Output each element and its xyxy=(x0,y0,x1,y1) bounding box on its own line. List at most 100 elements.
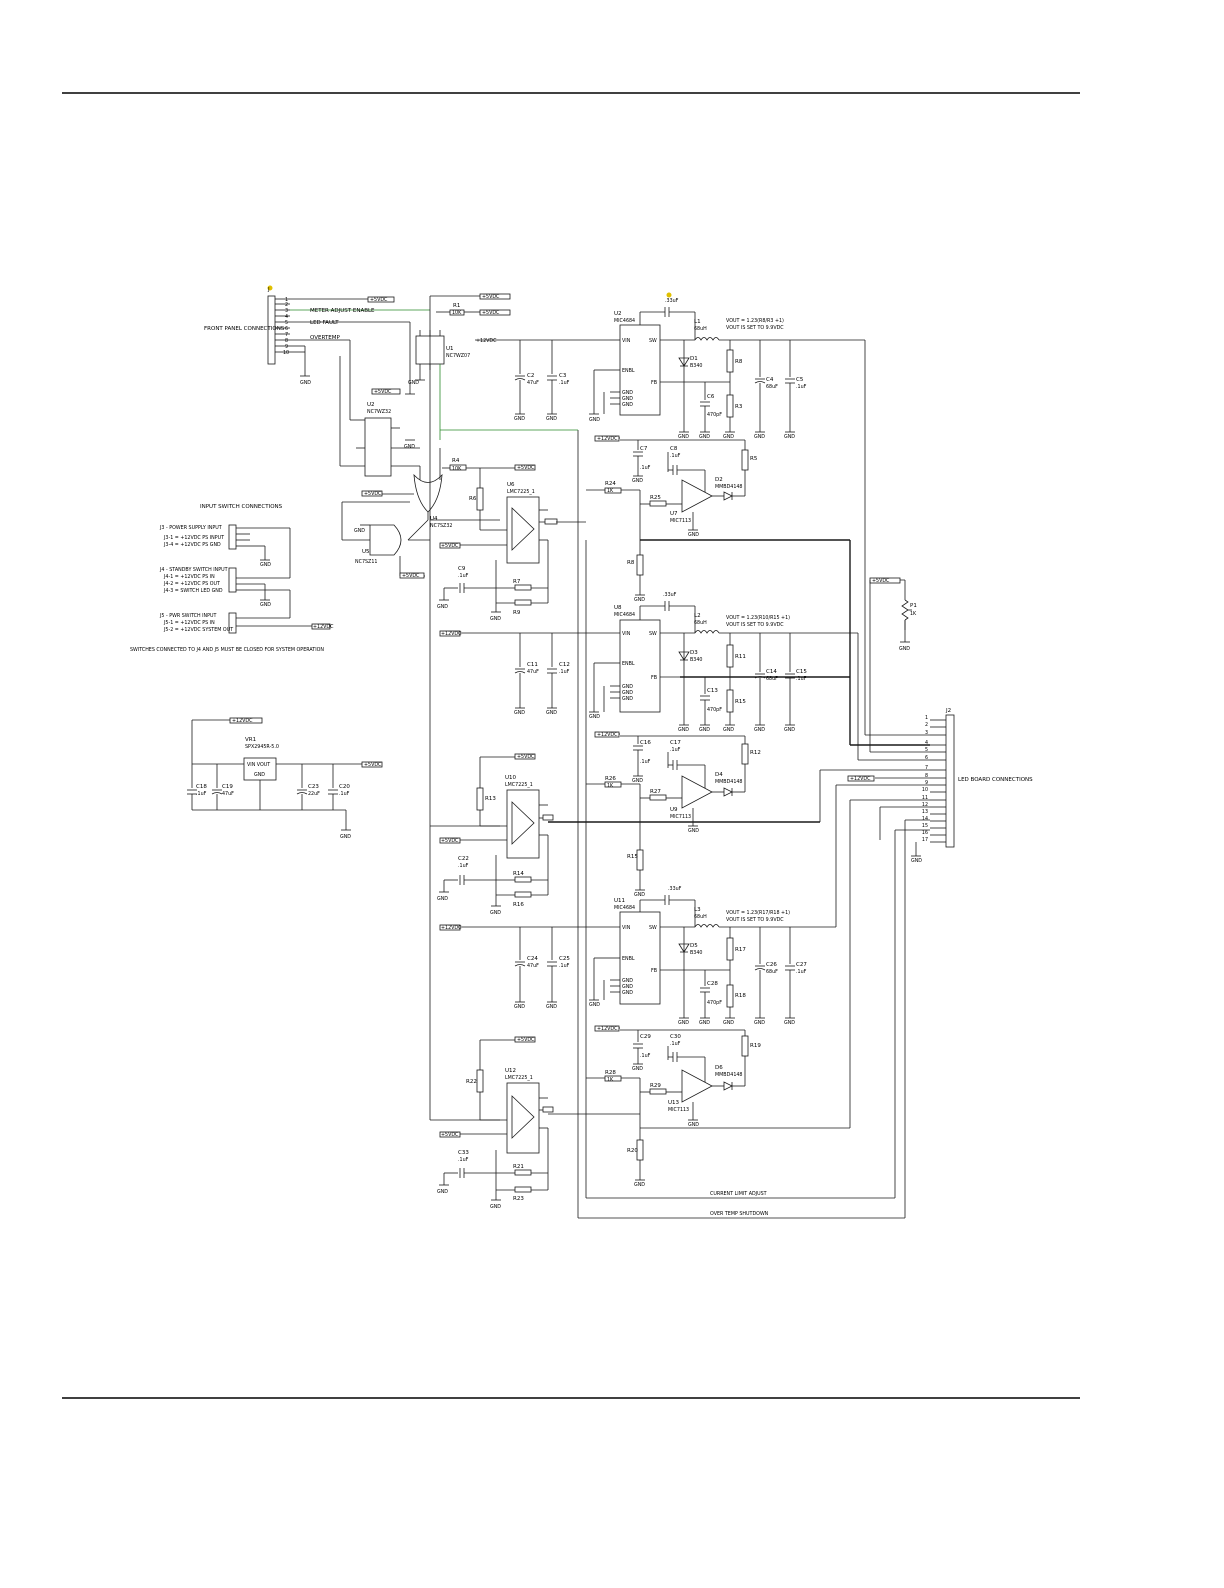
j5-desc: J5-1 = +12VDC PS IN xyxy=(163,620,215,626)
part-ref: C7 xyxy=(640,446,648,452)
part-ref: U11 xyxy=(614,898,625,904)
pin-label: GND xyxy=(622,984,633,990)
part-ref: R14 xyxy=(513,871,524,877)
gnd-label: GND xyxy=(632,1066,643,1072)
part-ref: U2 xyxy=(614,311,622,317)
j1-pin: 3 xyxy=(285,308,288,314)
part-value: .1uF xyxy=(640,465,651,471)
j1-pin: 4 xyxy=(285,314,288,320)
part-ref: C9 xyxy=(458,566,466,572)
net-label: +5VDC xyxy=(370,297,388,303)
j2-connector xyxy=(945,714,955,848)
part-value: 68uF xyxy=(766,384,778,390)
gnd-label: GND xyxy=(437,896,448,902)
j4-desc: J4-2 = +12VDC PS OUT xyxy=(163,581,220,587)
part-number: B340 xyxy=(690,363,702,369)
j5-desc: J5 - PWR SWITCH INPUT xyxy=(159,613,216,619)
j2-pin: 10 xyxy=(922,787,928,793)
j3-desc: J3 - POWER SUPPLY INPUT xyxy=(159,525,222,531)
part-ref: D6 xyxy=(715,1065,723,1071)
part-ref: R21 xyxy=(513,1164,524,1170)
part-ref: U6 xyxy=(507,482,515,488)
part-ref: C27 xyxy=(796,962,807,968)
part-number: NC7WZ32 xyxy=(367,409,391,415)
j3-desc: J3-1 = +12VDC PS INPUT xyxy=(163,535,224,541)
part-ref: C15 xyxy=(796,669,807,675)
pin-label: ENBL xyxy=(622,368,635,374)
gnd-label: GND xyxy=(340,834,351,840)
j2-pin: 6 xyxy=(925,755,928,761)
gnd-label: GND xyxy=(699,434,710,440)
part-ref: U8 xyxy=(614,605,622,611)
pin-label: GND xyxy=(622,696,633,702)
gnd-label: GND xyxy=(678,727,689,733)
part-number: MMBD4148 xyxy=(715,1072,742,1078)
part-value: .1uF xyxy=(640,1053,651,1059)
part-value: 470pF xyxy=(707,1000,722,1006)
net-label: +12VDC xyxy=(850,776,871,782)
net-label: +12VDC xyxy=(597,436,618,442)
part-ref: R9 xyxy=(513,610,521,616)
part-value: 1K xyxy=(607,488,614,494)
gnd-label: GND xyxy=(490,616,501,622)
part-value: 22uF xyxy=(308,791,320,797)
j2-pin: 5 xyxy=(925,747,928,753)
part-value: 47uF xyxy=(222,791,234,797)
part-ref: R8 xyxy=(735,359,743,365)
gnd-label: GND xyxy=(546,1004,557,1010)
part-value: 1K xyxy=(607,783,614,789)
gnd-label: GND xyxy=(688,1122,699,1128)
part-value: .33uF xyxy=(665,298,679,304)
gnd-label: GND xyxy=(723,1020,734,1026)
gnd-label: GND xyxy=(514,710,525,716)
part-value: .1uF xyxy=(559,669,570,675)
pin-label: SW xyxy=(649,338,657,344)
gnd-label: GND xyxy=(404,444,415,450)
gnd-label: GND xyxy=(911,858,922,864)
vout-formula: VOUT = 1.23(R8/R3 +1) xyxy=(726,318,784,324)
gnd-label: GND xyxy=(589,1002,600,1008)
part-ref: R13 xyxy=(485,796,496,802)
part-ref: R5 xyxy=(750,456,758,462)
net-label: +12VDC xyxy=(441,925,462,931)
j4-desc: J4 - STANDBY SWITCH INPUT xyxy=(159,567,228,573)
part-ref: R8 xyxy=(627,560,635,566)
marker xyxy=(267,285,273,291)
j3-desc: J3-4 = +12VDC PS GND xyxy=(163,542,221,548)
pin-label: FB xyxy=(651,380,657,386)
gnd-label: GND xyxy=(514,1004,525,1010)
part-value: .1uF xyxy=(796,676,807,682)
part-ref: C12 xyxy=(559,662,570,668)
net-label: +12VDC xyxy=(597,732,618,738)
part-number: LMC7225_1 xyxy=(507,489,535,495)
part-ref: R17 xyxy=(735,947,746,953)
j4-connector xyxy=(228,567,237,593)
part-number: MIC7113 xyxy=(668,1107,689,1113)
j2-pin: 15 xyxy=(922,823,928,829)
pin-label: VIN xyxy=(622,925,631,931)
gnd-label: GND xyxy=(437,1189,448,1195)
gnd-label: GND xyxy=(546,710,557,716)
gnd-label: GND xyxy=(354,528,365,534)
part-ref: R3 xyxy=(735,404,743,410)
part-value: .1uF xyxy=(670,1041,681,1047)
part-value: .1uF xyxy=(458,573,469,579)
part-number: MMBD4148 xyxy=(715,484,742,490)
part-number: MIC7113 xyxy=(670,518,691,524)
net-label: OVERTEMP xyxy=(310,335,340,341)
part-number: NC7SZ32 xyxy=(430,523,452,529)
marker xyxy=(666,292,672,298)
j2-pin: 17 xyxy=(922,837,928,843)
part-value: 68uF xyxy=(766,676,778,682)
j1-pin: 5 xyxy=(285,320,288,326)
gnd-label: GND xyxy=(723,727,734,733)
pin-label: FB xyxy=(651,968,657,974)
part-value: .1uF xyxy=(559,963,570,969)
ch3-opamp xyxy=(681,1069,713,1103)
part-ref: VR1 xyxy=(245,737,256,743)
gnd-label: GND xyxy=(784,727,795,733)
part-value: .1uF xyxy=(670,747,681,753)
part-value: 1K xyxy=(910,611,917,617)
pin-label: ENBL xyxy=(622,661,635,667)
